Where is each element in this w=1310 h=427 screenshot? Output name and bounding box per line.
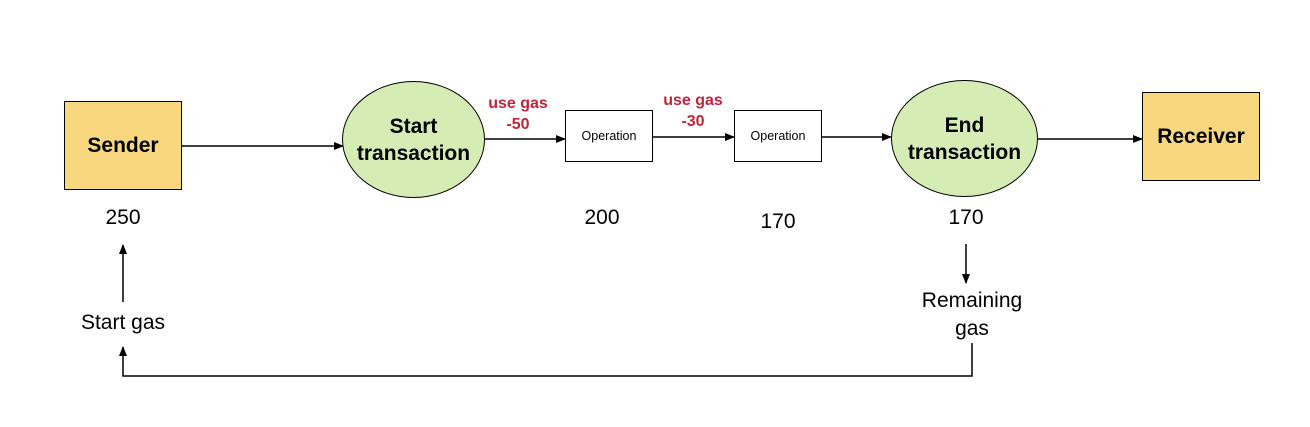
operation-2-node: Operation: [734, 110, 822, 162]
gas-value-sender: 250: [105, 206, 141, 229]
operation-2-label: Operation: [750, 129, 806, 143]
receiver-label: Receiver: [1157, 124, 1245, 148]
gas-value-after-op2: 170: [760, 210, 796, 233]
end-transaction-node: End transaction: [891, 80, 1038, 197]
operation-1-node: Operation: [565, 110, 653, 162]
sender-node: Sender: [64, 101, 182, 190]
operation-1-label: Operation: [581, 129, 637, 143]
receiver-node: Receiver: [1142, 92, 1260, 181]
remaining-gas-label: Remaining gas: [921, 289, 1023, 340]
gas-value-end: 170: [948, 206, 984, 229]
gas-usage-second: use gas -30: [663, 92, 723, 130]
sender-label: Sender: [87, 133, 159, 157]
start-transaction-node: Start transaction: [342, 81, 485, 198]
start-transaction-label: Start transaction: [356, 114, 471, 165]
gas-value-after-op1: 200: [584, 206, 620, 229]
arrow-remaining-to-start: [119, 343, 973, 377]
end-transaction-label: End transaction: [907, 113, 1022, 164]
start-gas-label: Start gas: [80, 311, 166, 334]
gas-usage-first: use gas -50: [488, 95, 548, 133]
